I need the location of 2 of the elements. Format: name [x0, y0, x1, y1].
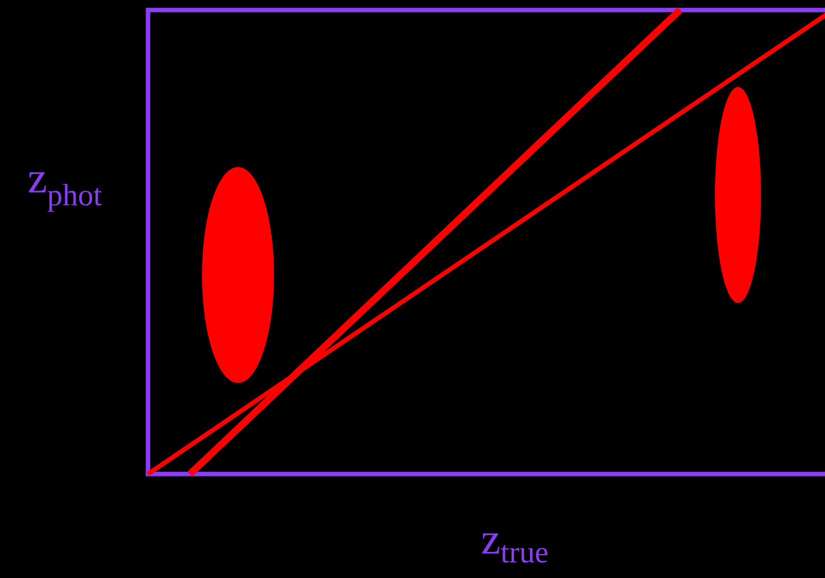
axis-label: z$_{true}$: [482, 533, 548, 563]
axis-label: z$_{phot}$: [28, 172, 102, 212]
